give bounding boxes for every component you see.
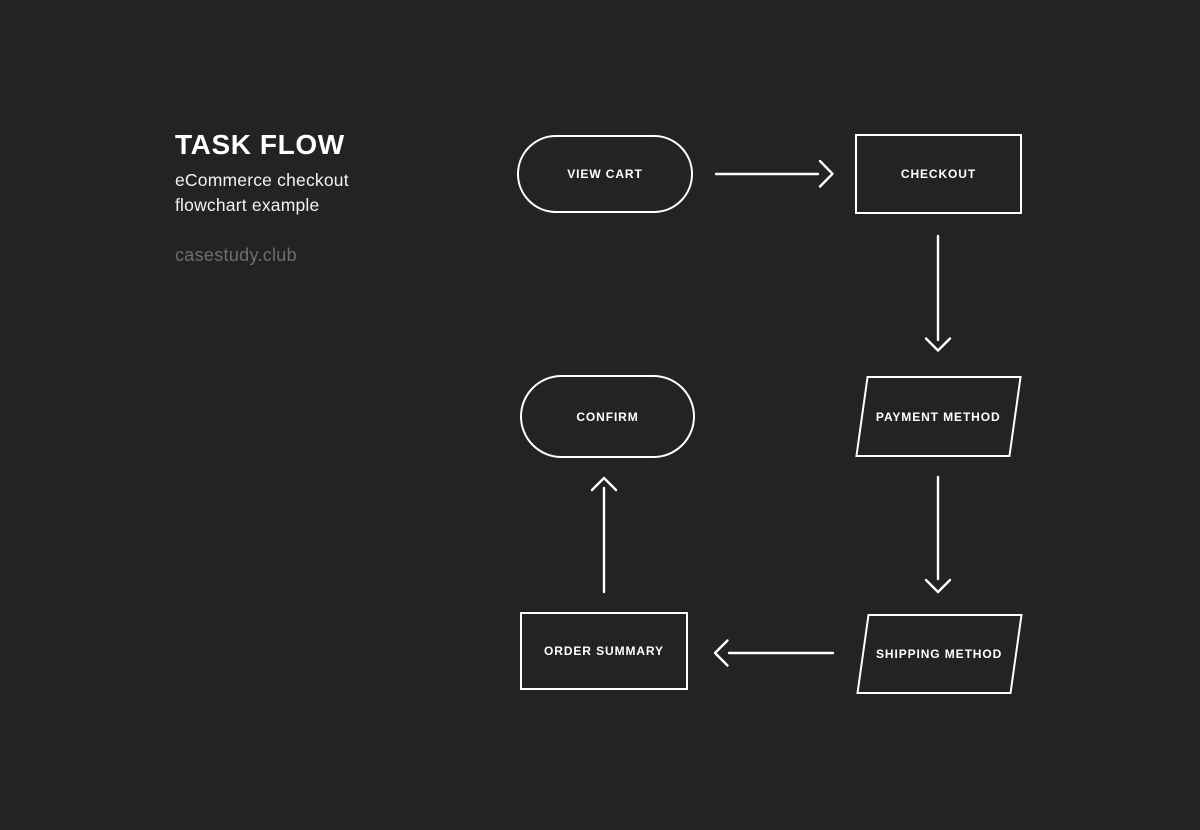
node-shipping-method: SHIPPING METHOD — [856, 614, 1023, 694]
arrowhead-up-icon — [590, 476, 618, 492]
watermark: casestudy.club — [175, 245, 297, 266]
edge-view-cart-to-checkout — [714, 159, 834, 188]
node-confirm: CONFIRM — [520, 375, 695, 458]
node-order-summary: ORDER SUMMARY — [520, 612, 688, 690]
edge-payment-method-to-shipping-method — [924, 475, 952, 594]
arrowhead-left-icon — [713, 639, 729, 667]
edge-order-summary-to-confirm — [590, 476, 618, 594]
arrowhead-right-icon — [818, 159, 834, 188]
node-view-cart: VIEW CART — [517, 135, 693, 213]
node-payment-method: PAYMENT METHOD — [855, 376, 1022, 457]
header-block: TASK FLOW eCommerce checkout flowchart e… — [175, 130, 495, 266]
edge-checkout-to-payment-method — [924, 234, 952, 352]
subtitle-line-1: eCommerce checkout — [175, 170, 349, 191]
arrowhead-down-icon — [924, 578, 952, 594]
page-subtitle: eCommerce checkout flowchart example — [175, 168, 495, 218]
subtitle-line-2: flowchart example — [175, 195, 320, 216]
page-title: TASK FLOW — [175, 129, 345, 160]
node-label: VIEW CART — [567, 167, 643, 181]
node-label: ORDER SUMMARY — [544, 644, 664, 658]
node-label: CHECKOUT — [900, 167, 977, 181]
edge-shipping-method-to-order-summary — [713, 639, 835, 667]
node-label: PAYMENT METHOD — [876, 409, 1001, 424]
node-label: CONFIRM — [576, 409, 639, 424]
node-label: SHIPPING METHOD — [876, 647, 1003, 661]
arrowhead-down-icon — [924, 337, 952, 352]
node-checkout: CHECKOUT — [855, 134, 1022, 214]
